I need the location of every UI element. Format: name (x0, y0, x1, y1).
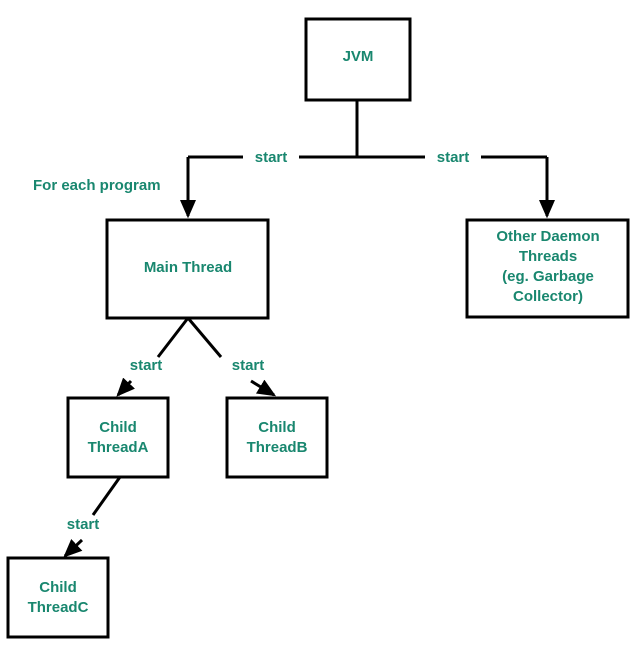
edge-label-main-to-child-a: start (130, 357, 163, 374)
node-daemon-threads-label-line-2: Threads (519, 248, 577, 265)
edge-child-a-to-child-c-lower (63, 538, 84, 558)
edge-label-jvm-to-daemon-threads: start (437, 149, 470, 166)
edge-main-to-child-b-lower (250, 379, 277, 397)
node-child-thread-a-label-line-2: ThreadA (88, 439, 149, 456)
node-main-thread-box[interactable] (105, 218, 270, 320)
node-main-thread[interactable]: Main Thread (105, 218, 270, 320)
node-child-thread-a-box[interactable] (66, 396, 170, 479)
node-child-thread-b-label-line-1: Child (258, 419, 296, 436)
node-child-thread-b-label-line-2: ThreadB (247, 439, 308, 456)
edge-main-to-child-b-upper (186, 317, 223, 358)
edge-child-a-to-child-c-upper (91, 476, 122, 516)
node-child-thread-a-label-line-1: Child (99, 419, 137, 436)
node-child-thread-c[interactable]: Child ThreadC (6, 556, 110, 639)
edge-label-main-to-child-b: start (232, 357, 265, 374)
node-daemon-threads-label-line-4: Collector) (513, 288, 583, 305)
node-jvm[interactable]: JVM (304, 17, 412, 102)
edge-label-child-a-to-child-c: start (67, 516, 100, 533)
edge-main-to-child-a-upper (156, 317, 190, 358)
edge-label-jvm-to-main-thread: start (255, 149, 288, 166)
node-child-thread-a[interactable]: Child ThreadA (66, 396, 170, 479)
note-for-each-program: For each program (33, 177, 161, 194)
node-main-thread-label-line-1: Main Thread (144, 259, 232, 276)
node-child-thread-b-box[interactable] (225, 396, 329, 479)
edge-label-jvm-to-main-backdrop (243, 148, 299, 166)
node-daemon-threads-label-line-1: Other Daemon (496, 228, 599, 245)
node-daemon-threads-label-line-3: (eg. Garbage (502, 268, 594, 285)
node-daemon-threads[interactable]: Other Daemon Threads (eg. Garbage Collec… (465, 218, 630, 319)
node-child-thread-c-box[interactable] (6, 556, 110, 639)
edge-label-jvm-to-daemon-backdrop (425, 148, 481, 166)
node-child-thread-b[interactable]: Child ThreadB (225, 396, 329, 479)
node-jvm-box[interactable] (304, 17, 412, 102)
node-daemon-threads-box[interactable] (465, 218, 630, 319)
node-child-thread-c-label-line-2: ThreadC (28, 599, 89, 616)
node-child-thread-c-label-line-1: Child (39, 579, 77, 596)
edge-main-to-child-a-lower (116, 377, 135, 397)
node-jvm-label-line-1: JVM (343, 48, 374, 65)
